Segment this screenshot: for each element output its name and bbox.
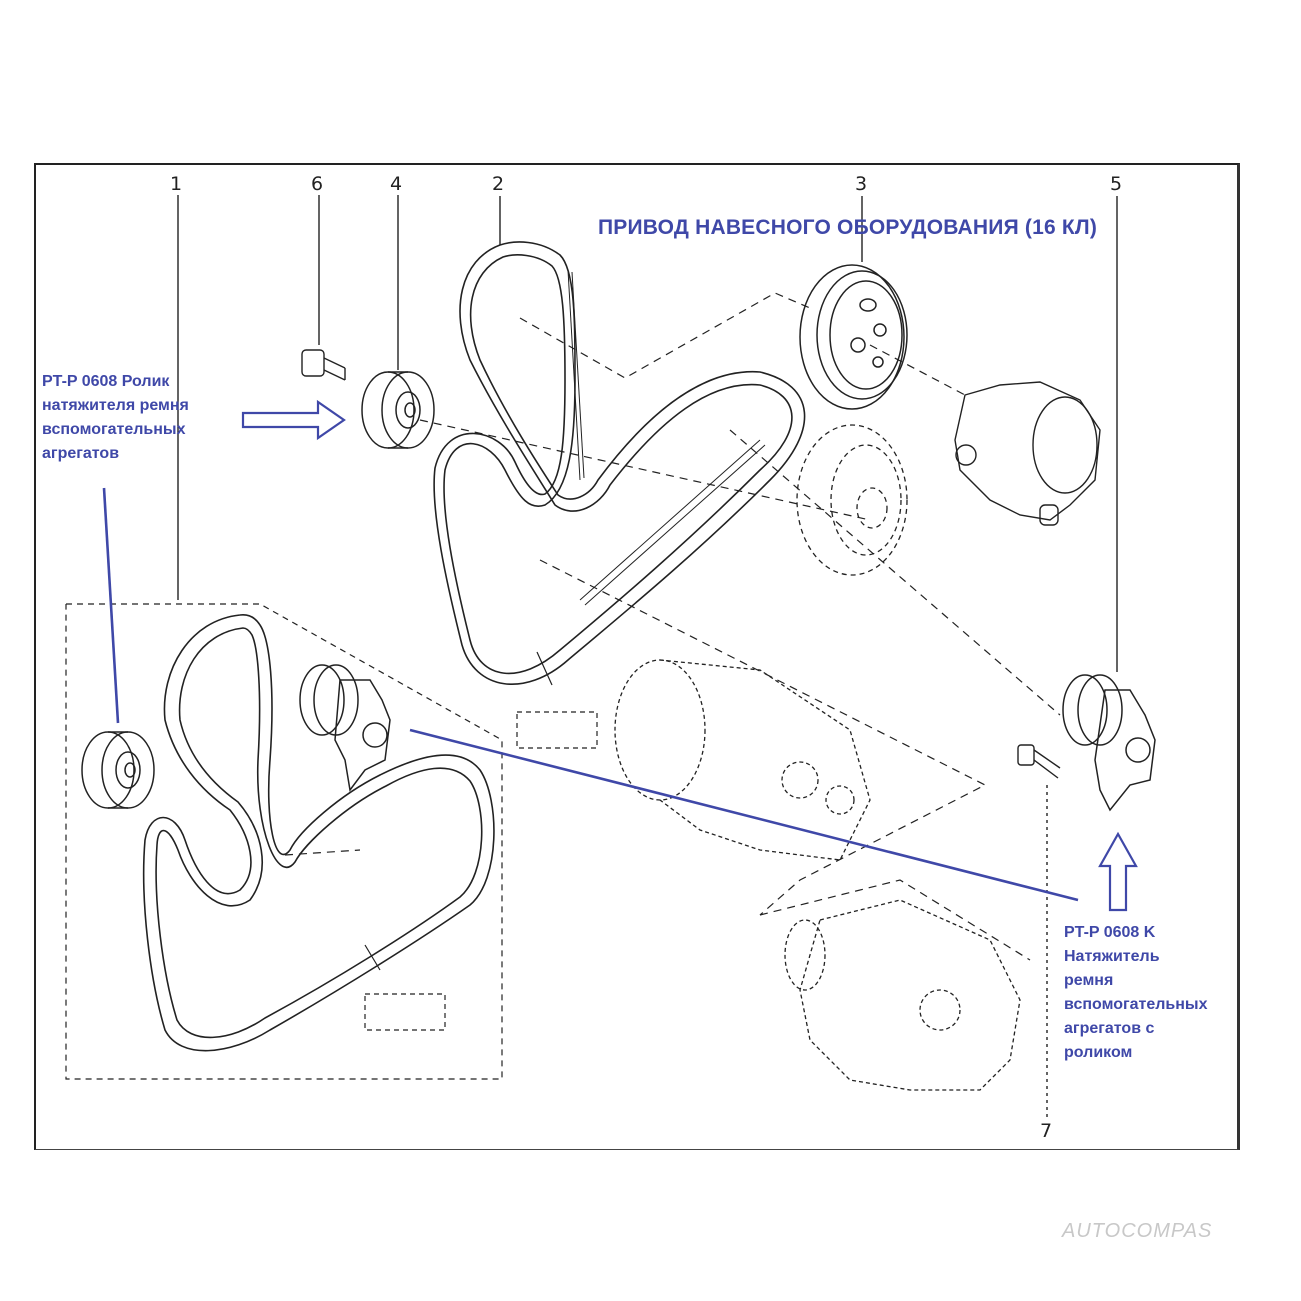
pump-pulley bbox=[799, 264, 908, 410]
pointer-upper bbox=[536, 651, 553, 686]
pointer-right-annotation bbox=[409, 728, 1079, 902]
belt-upper bbox=[433, 241, 806, 685]
callout-4: 4 bbox=[390, 173, 403, 195]
axis-line-pump bbox=[519, 292, 811, 379]
tensioner-5 bbox=[1062, 674, 1156, 812]
annotation-tensioner: PT-P 0608 K Натяжитель ремня вспомогател… bbox=[1064, 924, 1208, 1061]
callout-3: 3 bbox=[855, 173, 868, 195]
annotation-roller: PT-P 0608 Ролик натяжителя ремня вспомог… bbox=[42, 373, 189, 462]
bolt-7 bbox=[1017, 744, 1061, 779]
axis-line-alternator bbox=[759, 879, 1031, 961]
axis-line-roller bbox=[419, 419, 871, 521]
callout-2: 2 bbox=[492, 173, 505, 195]
fan-pulley bbox=[796, 424, 908, 576]
callout-6: 6 bbox=[311, 173, 324, 195]
belt-upper-ribs bbox=[567, 269, 766, 606]
callout-1: 1 bbox=[170, 173, 183, 195]
watermark-logo: AUTOCOMPAS bbox=[1062, 1220, 1213, 1242]
belt-lower bbox=[142, 614, 495, 1052]
idler-roller bbox=[361, 371, 435, 449]
axis-line-compressor bbox=[539, 559, 987, 916]
pointer-left-annotation bbox=[102, 487, 120, 724]
axis-line-pump-right bbox=[869, 344, 966, 396]
axis-line-tensioner bbox=[729, 429, 1061, 716]
axis-line-lower bbox=[284, 849, 361, 856]
bolt-6 bbox=[301, 349, 346, 381]
alternator bbox=[784, 899, 1021, 1091]
callout-7: 7 bbox=[1040, 1120, 1053, 1142]
ac-compressor bbox=[614, 659, 871, 861]
lower-idler-roller bbox=[81, 731, 155, 809]
label-box-upper bbox=[516, 711, 598, 749]
diagram-title: ПРИВОД НАВЕСНОГО ОБОРУДОВАНИЯ (16 КЛ) bbox=[598, 216, 1098, 239]
steering-pump bbox=[954, 381, 1101, 526]
arrow-up-icon bbox=[1098, 831, 1138, 912]
tensioner-lower bbox=[299, 664, 391, 792]
dashed-group-box bbox=[65, 603, 503, 1080]
diagram-frame bbox=[34, 163, 1240, 1150]
callout-5: 5 bbox=[1110, 173, 1123, 195]
arrow-right-icon bbox=[241, 399, 346, 441]
label-box-lower bbox=[364, 993, 446, 1031]
